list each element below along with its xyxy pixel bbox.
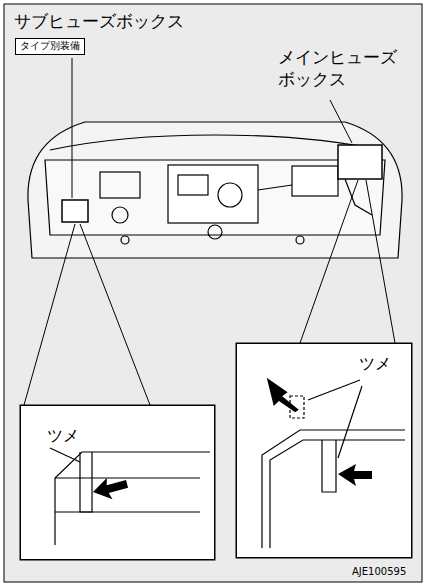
tag-text: タイプ別装備 (20, 40, 80, 53)
figure-code: AJE100595 (352, 565, 406, 578)
part-label: ツメ (47, 426, 79, 446)
part-name: サブヒューズボックス (14, 10, 184, 32)
inset-detail-frame: ツメ (20, 405, 215, 560)
equipment-tag-box: タイプ別装備 (15, 38, 85, 55)
inset-detail-frame: ツメ (236, 343, 412, 558)
part-name: メインヒューズ ボックス (278, 46, 404, 90)
part-label: ツメ (359, 354, 391, 374)
